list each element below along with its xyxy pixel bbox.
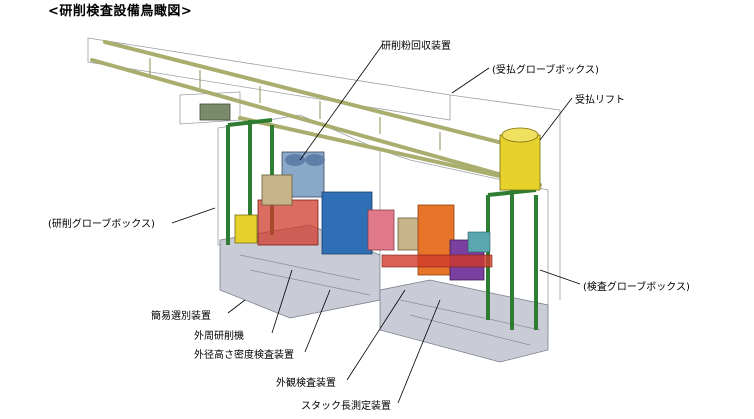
label-diameter-density-inspection: 外径高さ密度検査装置: [194, 350, 294, 361]
label-stack-length: スタック長測定装置: [301, 401, 391, 412]
label-visual-inspection: 外観検査装置: [276, 378, 336, 389]
leader-lines: [171, 43, 581, 404]
label-receiving-glovebox: (受払グローブボックス): [492, 65, 599, 76]
label-grinding-glovebox: (研削グローブボックス): [48, 219, 155, 230]
rail-lower: [90, 58, 522, 182]
blue-cabinet: [321, 191, 373, 255]
upper-box-unit: [199, 103, 231, 121]
label-receiving-lift: 受払リフト: [575, 95, 625, 106]
label-grinding-dust-collector: 研削粉回収装置: [381, 41, 451, 52]
page-title: <研削検査設備鳥瞰図>: [48, 4, 193, 19]
grinding-frame: [226, 118, 274, 245]
rail-ties: [149, 58, 441, 150]
grinder-frame: [257, 199, 319, 246]
receiving-lift: [499, 127, 541, 191]
receiving-glovebox-outline: [87, 37, 451, 121]
rail-upper: [103, 40, 532, 152]
inspection-equipment: [381, 204, 493, 281]
label-sorting-device: 簡易選別装置: [151, 311, 211, 322]
label-grinder: 外周研削機: [194, 331, 244, 342]
outline-edge: [449, 94, 561, 300]
grinding-equipment: [199, 103, 395, 255]
base-grid: [239, 254, 541, 346]
label-inspection-glovebox: (検査グローブボックス): [583, 282, 690, 293]
rail-mid: [238, 116, 542, 187]
inspection-base: [379, 279, 549, 363]
conveyor-rails: [90, 40, 542, 187]
pink-unit: [367, 209, 395, 251]
red-table: [381, 254, 493, 268]
sorting-unit: [234, 214, 258, 244]
